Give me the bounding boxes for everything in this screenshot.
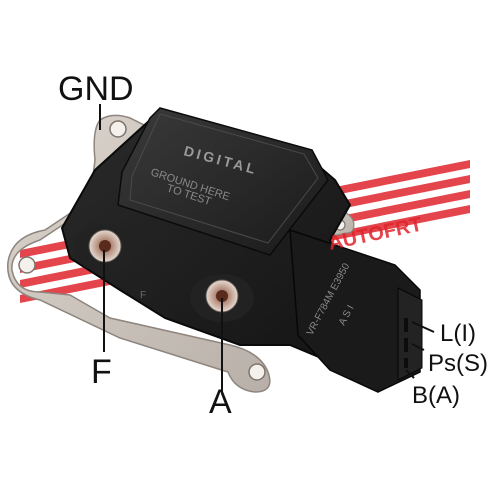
mounting-hole-bottom (248, 363, 266, 381)
label-ps: Ps(S) (428, 350, 488, 377)
ps-leader (411, 343, 425, 351)
label-a: A (209, 383, 232, 421)
l-leader (411, 321, 435, 333)
housing-side-mark: F (140, 290, 146, 301)
label-b: B(A) (412, 382, 460, 409)
label-f: F (91, 353, 112, 391)
b-leader (405, 369, 415, 379)
mounting-hole-top (109, 120, 127, 138)
mounting-hole-left (18, 256, 36, 274)
terminal-boss-f (73, 224, 137, 272)
callout-lines (99, 104, 435, 392)
regulator-housing (60, 107, 423, 393)
label-gnd: GND (58, 70, 134, 108)
label-l: L(I) (440, 320, 476, 347)
